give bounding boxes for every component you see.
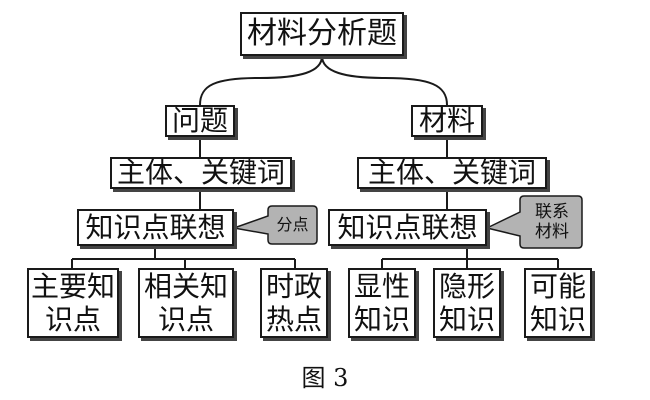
- leaf-right-1: 显性知识: [348, 268, 416, 338]
- callout-right-shape: [484, 195, 583, 249]
- callout-left-label: 分点: [276, 215, 309, 235]
- leaf-left-3: 时政热点: [260, 268, 328, 338]
- root-node: 材料分析题: [240, 12, 404, 56]
- leaf-right-2: 隐形知识: [433, 268, 501, 338]
- leaf-left-1: 主要知识点: [27, 268, 119, 338]
- branch-right-knowledge: 知识点联想: [328, 209, 487, 246]
- callout-right-label: 联系材料: [535, 201, 569, 242]
- figure-caption: 图 3: [301, 364, 349, 392]
- branch-left-knowledge: 知识点联想: [77, 209, 234, 246]
- root-brace-right: [321, 55, 448, 106]
- branch-right-subject: 主体、关键词: [357, 156, 547, 189]
- leaf-right-3: 可能知识: [524, 268, 592, 338]
- branch-left-title: 问题: [165, 104, 235, 137]
- branch-left-subject: 主体、关键词: [110, 156, 292, 189]
- branch-right-title: 材料: [411, 104, 483, 137]
- root-brace: [199, 55, 323, 106]
- callout-left-shape: [231, 205, 318, 245]
- leaf-left-2: 相关知识点: [138, 268, 234, 338]
